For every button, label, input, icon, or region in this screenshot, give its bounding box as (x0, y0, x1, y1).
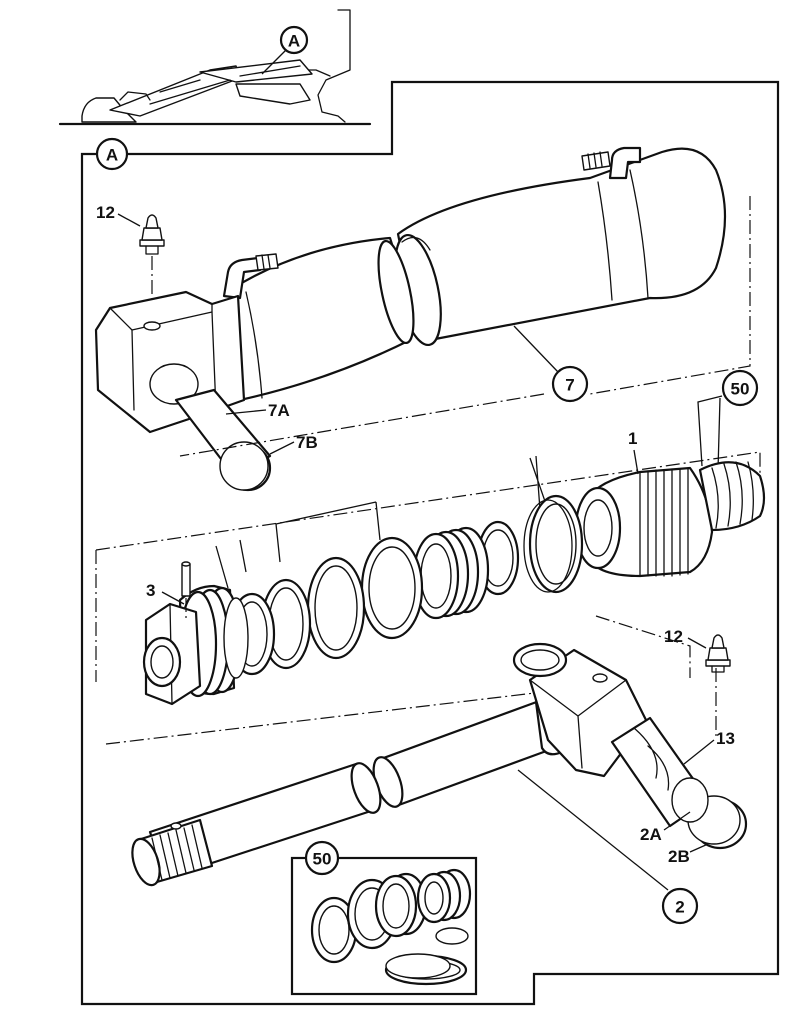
label-13: 13 (716, 729, 735, 748)
seal-kit-callout-top (721, 369, 759, 407)
piston-and-seals-row (142, 461, 766, 706)
machine-location-thumbnail: A (58, 9, 372, 126)
view-callout-label: A (288, 32, 300, 51)
label-2b: 2B (668, 847, 690, 866)
piston-rod-assembly (131, 642, 748, 887)
label-1: 1 (628, 429, 637, 448)
label-50-box: 50 (313, 850, 332, 869)
grease-nipple-top (139, 214, 165, 320)
label-7b: 7B (296, 433, 318, 452)
detail-callout-circle (95, 137, 129, 171)
label-50-top: 50 (731, 380, 750, 399)
seal-kit-box: 50 (290, 840, 478, 996)
cylinder-tube-assembly (94, 146, 727, 492)
label-2a: 2A (640, 825, 662, 844)
grease-nipple-rod (705, 634, 731, 673)
label-7: 7 (565, 376, 574, 395)
cylinder-tube-callout (551, 365, 589, 403)
detail-callout-label: A (106, 146, 118, 165)
detail-frame (80, 80, 780, 1006)
label-12-rod: 12 (664, 627, 683, 646)
view-callout-circle (279, 25, 309, 55)
label-12-top: 12 (96, 203, 115, 222)
label-7a: 7A (268, 401, 290, 420)
label-3: 3 (146, 581, 155, 600)
label-2: 2 (675, 898, 684, 917)
rod-callout (661, 887, 699, 925)
